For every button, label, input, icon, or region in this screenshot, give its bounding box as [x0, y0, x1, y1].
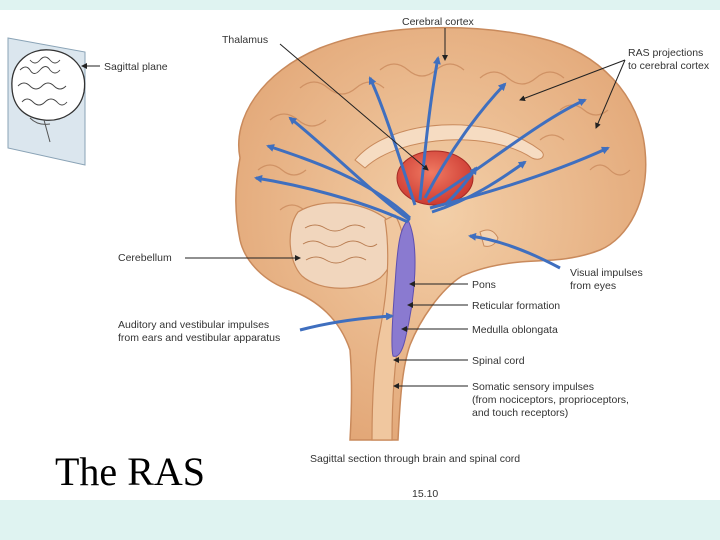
- label-visual-impulses: Visual impulses: [570, 267, 643, 279]
- label-visual-impulses-line2: from eyes: [570, 280, 616, 292]
- cerebellum-shape: [289, 202, 396, 289]
- label-spinal-cord: Spinal cord: [472, 355, 525, 367]
- label-sagittal-plane: Sagittal plane: [104, 61, 168, 73]
- label-medulla-oblongata: Medulla oblongata: [472, 324, 558, 336]
- top-band: [0, 0, 720, 10]
- label-cerebellum: Cerebellum: [118, 252, 172, 264]
- label-auditory-impulses: Auditory and vestibular impulses: [118, 319, 269, 331]
- label-auditory-impulses-line2: from ears and vestibular apparatus: [118, 332, 280, 344]
- label-somatic-sensory-line3: and touch receptors): [472, 407, 568, 419]
- label-cerebral-cortex: Cerebral cortex: [402, 16, 475, 28]
- figure-caption: Sagittal section through brain and spina…: [310, 453, 520, 465]
- label-somatic-sensory-line2: (from nociceptors, proprioceptors,: [472, 394, 629, 406]
- sensory-input-arrows: [299, 232, 561, 332]
- label-somatic-sensory: Somatic sensory impulses: [472, 381, 594, 393]
- figure-number: 15.10: [412, 488, 438, 500]
- bottom-band: [0, 500, 720, 540]
- label-thalamus: Thalamus: [222, 34, 268, 46]
- label-ras-projections: RAS projections: [628, 47, 703, 59]
- label-reticular-formation: Reticular formation: [472, 300, 560, 312]
- slide-title: The RAS: [55, 449, 205, 494]
- label-leader-lines: [81, 28, 626, 389]
- sagittal-plane-inset: [7, 37, 86, 166]
- ras-projection-arrows: [254, 56, 610, 224]
- brain-illustration: [235, 26, 647, 441]
- label-pons: Pons: [472, 279, 496, 291]
- label-ras-projections-line2: to cerebral cortex: [628, 60, 710, 72]
- diagram-labels: Cerebral cortex Thalamus Sagittal plane …: [104, 16, 710, 500]
